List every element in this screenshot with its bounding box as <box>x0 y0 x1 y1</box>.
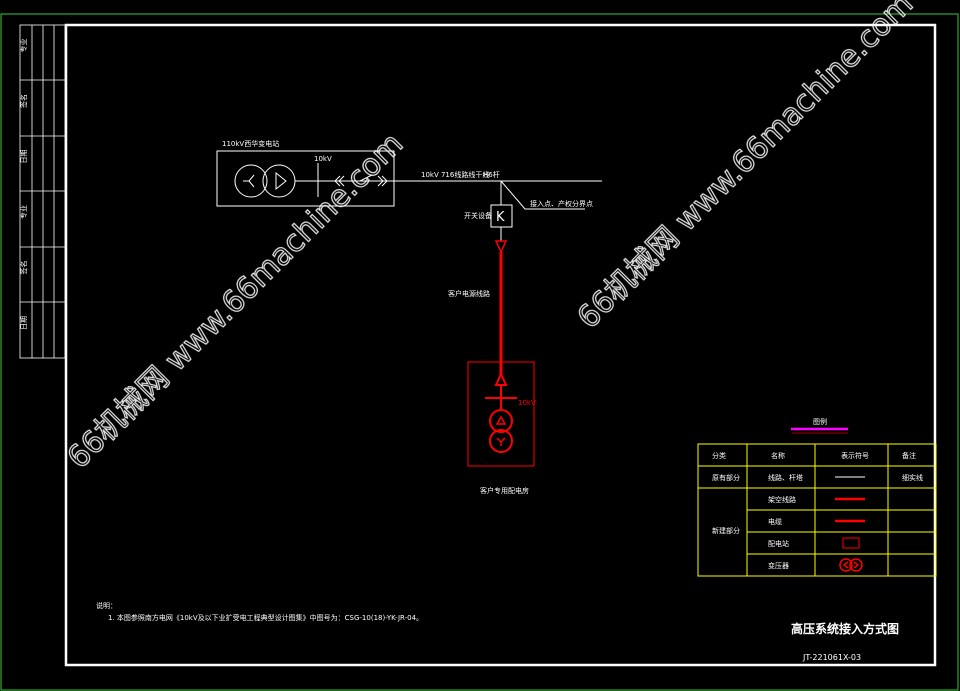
feeder-label: 10kV 716线路线干线 <box>421 170 489 179</box>
switch-symbol: K <box>496 210 505 225</box>
watermark-text: 66机械网 www.66machine.com <box>571 0 920 336</box>
access-point-label: 接入点、产权分界点 <box>530 199 593 208</box>
legend-header: 名称 <box>771 451 785 460</box>
legend-name: 电缆 <box>768 517 782 526</box>
legend-category: 新建部分 <box>712 526 740 535</box>
legend-name: 架空线路 <box>768 495 796 504</box>
side-strip-label: 签名 <box>19 261 28 275</box>
legend-name: 变压器 <box>768 561 789 570</box>
transformer-symbol <box>839 558 863 572</box>
distribution-room-symbol <box>842 537 860 549</box>
legend-symbols <box>835 476 865 572</box>
legend-name: 配电站 <box>768 539 789 548</box>
side-strip <box>19 24 66 359</box>
note-item: 1. 本图参照南方电网《10kV及以下业扩受电工程典型设计图集》中图号为：CSG… <box>108 613 423 622</box>
drawing-code: JT-221061X-03 <box>802 653 861 662</box>
customer-line <box>467 240 535 467</box>
legend-name: 线路、杆塔 <box>768 473 803 482</box>
notes-heading: 说明： <box>96 601 117 610</box>
pole-label: H6杆 <box>483 170 500 179</box>
substation-label: 110kV西华变电站 <box>222 139 279 148</box>
outer-frame <box>0 13 959 691</box>
side-strip-label: 日期 <box>20 316 28 330</box>
drawing-border <box>64 23 937 667</box>
watermarks: 66机械网 www.66machine.com 66机械网 www.66mach… <box>60 0 920 476</box>
legend-header: 分类 <box>712 451 726 460</box>
customer-line-label: 客户电源线路 <box>448 289 490 298</box>
side-strip-label: 日期 <box>20 150 28 164</box>
legend-header: 备注 <box>902 451 916 460</box>
side-strip-label: 签名 <box>19 94 28 108</box>
side-strip-label: 专业 <box>19 39 28 53</box>
customer-voltage-label: 10kV <box>518 399 536 407</box>
legend-title: 图例 <box>813 417 827 426</box>
bus-voltage-label: 10kV <box>314 155 332 163</box>
switch-label: 开关设备 <box>464 211 492 220</box>
side-strip-label: 专业 <box>19 205 28 219</box>
substation-block <box>216 150 602 241</box>
legend-table <box>697 443 937 577</box>
legend-note: 细实线 <box>902 473 923 482</box>
customer-room-label: 客户专用配电房 <box>480 486 529 495</box>
drawing-title: 高压系统接入方式图 <box>791 621 899 636</box>
legend-header: 表示符号 <box>841 451 869 460</box>
legend-category: 原有部分 <box>712 473 740 482</box>
